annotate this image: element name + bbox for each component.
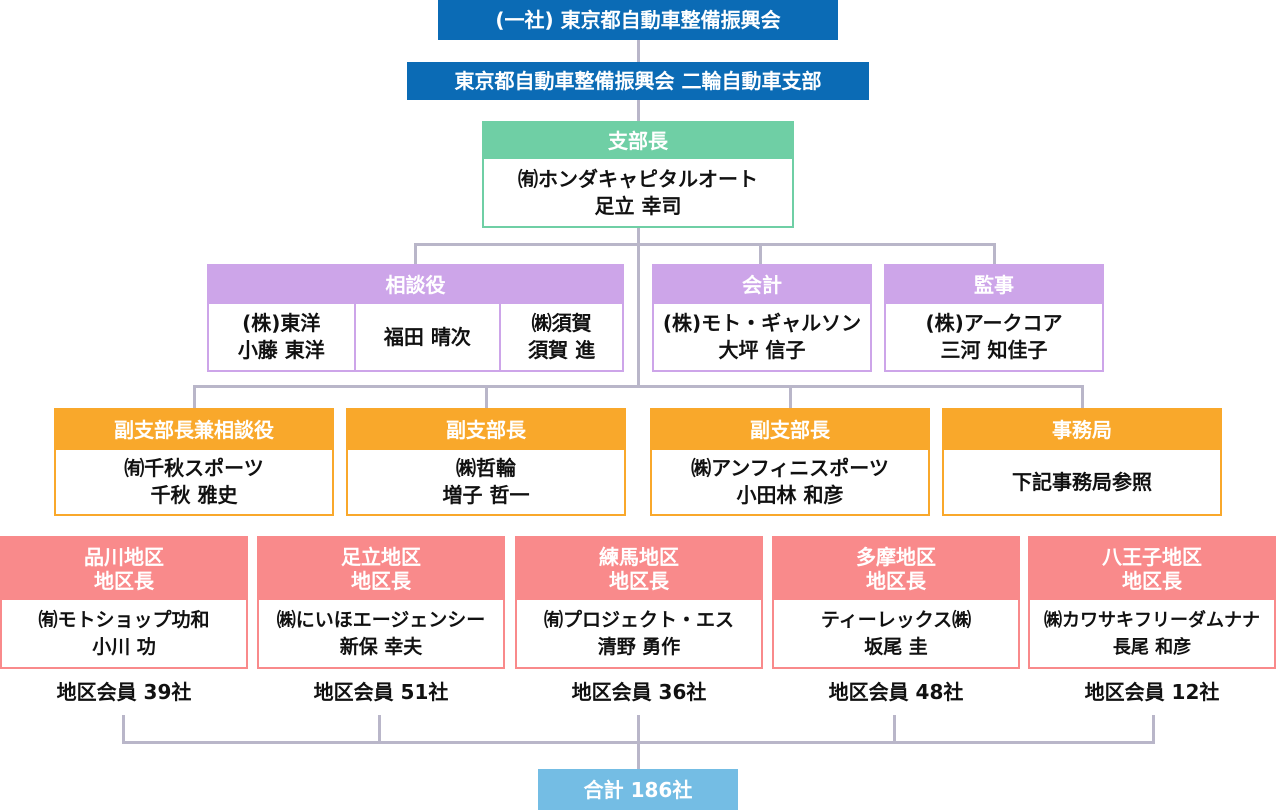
connector-accounting	[759, 243, 762, 265]
accounting-company: (株)モト・ギャルソン	[662, 311, 862, 335]
advisors-box: 相談役 (株)東洋 小藤 東洋 福田 晴次 ㈱須賀 須賀 進	[207, 264, 624, 372]
auditor-name: 三河 知佳子	[940, 338, 1048, 362]
connector-auditor	[993, 243, 996, 265]
district-3-members: 地区会員 36社	[571, 680, 707, 704]
deputy-1-name: 千秋 雅史	[150, 483, 238, 507]
district-1-members: 地区会員 39社	[56, 680, 192, 704]
district-2-title: 足立地区 地区長	[259, 538, 503, 600]
district-3-company: ㈲プロジェクト・エス	[543, 608, 734, 631]
district-box-1: 品川地区 地区長 ㈲モトショップ功和 小川 功	[0, 536, 248, 669]
district-1-company: ㈲モトショップ功和	[38, 608, 210, 631]
deputy-box-2: 副支部長 ㈱哲輪 増子 哲一	[346, 408, 626, 516]
deputy-3-name: 小田林 和彦	[736, 483, 844, 507]
connector-sum-1	[122, 715, 125, 744]
secretariat-box: 事務局 下記事務局参照	[942, 408, 1222, 516]
connector-advisors	[414, 243, 417, 265]
district-1-name: 小川 功	[92, 635, 156, 658]
advisors-title: 相談役	[209, 266, 622, 304]
district-box-3: 練馬地区 地区長 ㈲プロジェクト・エス 清野 勇作	[515, 536, 763, 669]
advisor-3-name: 須賀 進	[528, 338, 596, 362]
connector-deputies-h	[193, 385, 1084, 388]
deputy-box-1: 副支部長兼相談役 ㈲千秋スポーツ 千秋 雅史	[54, 408, 334, 516]
district-4-title: 多摩地区 地区長	[774, 538, 1018, 600]
deputy-box-3: 副支部長 ㈱アンフィニスポーツ 小田林 和彦	[650, 408, 930, 516]
branch-head-name: 足立 幸司	[594, 193, 682, 218]
connector-deputy-1	[193, 385, 196, 409]
connector-branch	[637, 100, 640, 122]
total-box: 合計 186社	[538, 769, 738, 810]
auditor-company: (株)アークコア	[925, 311, 1063, 335]
district-2-company: ㈱にいほエージェンシー	[276, 608, 486, 631]
secretariat-note: 下記事務局参照	[1012, 469, 1152, 494]
district-4-members: 地区会員 48社	[828, 680, 964, 704]
district-3-name: 清野 勇作	[597, 635, 681, 658]
deputy-3-company: ㈱アンフィニスポーツ	[691, 456, 889, 480]
connector-sum-2	[378, 715, 381, 744]
connector-advisors-h	[414, 243, 640, 246]
connector-top	[637, 40, 640, 62]
advisor-3-company: ㈱須賀	[531, 311, 592, 335]
connector-sum-3	[637, 715, 640, 770]
advisor-1: (株)東洋 小藤 東洋	[209, 304, 354, 370]
deputy-1-company: ㈲千秋スポーツ	[124, 456, 264, 480]
advisor-2-name: 福田 晴次	[383, 324, 471, 349]
district-5-company: ㈱カワサキフリーダムナナ	[1044, 609, 1260, 631]
district-4-company: ティーレックス㈱	[820, 608, 972, 631]
advisor-3: ㈱須賀 須賀 進	[499, 304, 622, 370]
connector-sum-5	[1152, 715, 1155, 744]
branch-head-box: 支部長 ㈲ホンダキャピタルオート 足立 幸司	[482, 121, 794, 228]
advisor-1-name: 小藤 東洋	[237, 338, 325, 362]
advisor-2: 福田 晴次	[353, 304, 500, 370]
auditor-title: 監事	[886, 266, 1102, 304]
district-1-title: 品川地区 地区長	[2, 538, 246, 600]
district-3-title: 練馬地区 地区長	[517, 538, 761, 600]
advisor-1-company: (株)東洋	[242, 311, 321, 335]
accounting-title: 会計	[654, 266, 870, 304]
connector-deputy-3	[789, 385, 792, 409]
deputy-3-title: 副支部長	[652, 410, 928, 450]
district-box-4: 多摩地区 地区長 ティーレックス㈱ 坂尾 圭	[772, 536, 1020, 669]
connector-deputy-4	[1081, 385, 1084, 409]
connector-sum-4	[893, 715, 896, 744]
branch-header: 東京都自動車整備振興会 二輪自動車支部	[407, 62, 869, 100]
connector-officers-h	[637, 243, 996, 246]
auditor-box: 監事 (株)アークコア 三河 知佳子	[884, 264, 1104, 372]
district-2-members: 地区会員 51社	[313, 680, 449, 704]
branch-head-title: 支部長	[484, 123, 792, 159]
deputy-2-company: ㈱哲輪	[456, 456, 516, 480]
connector-trunk	[637, 227, 640, 387]
deputy-2-name: 増子 哲一	[442, 483, 530, 507]
deputy-1-title: 副支部長兼相談役	[56, 410, 332, 450]
district-2-name: 新保 幸夫	[339, 635, 423, 658]
district-5-name: 長尾 和彦	[1112, 636, 1192, 658]
secretariat-title: 事務局	[944, 410, 1220, 450]
district-4-name: 坂尾 圭	[864, 635, 928, 658]
connector-deputy-2	[485, 385, 488, 409]
district-5-title: 八王子地区 地区長	[1030, 538, 1274, 600]
accounting-name: 大坪 信子	[718, 338, 806, 362]
district-5-members: 地区会員 12社	[1084, 680, 1220, 704]
deputy-2-title: 副支部長	[348, 410, 624, 450]
district-box-5: 八王子地区 地区長 ㈱カワサキフリーダムナナ 長尾 和彦	[1028, 536, 1276, 669]
district-box-2: 足立地区 地区長 ㈱にいほエージェンシー 新保 幸夫	[257, 536, 505, 669]
association-header: (一社) 東京都自動車整備振興会	[438, 0, 838, 40]
accounting-box: 会計 (株)モト・ギャルソン 大坪 信子	[652, 264, 872, 372]
branch-head-company: ㈲ホンダキャピタルオート	[518, 166, 758, 191]
